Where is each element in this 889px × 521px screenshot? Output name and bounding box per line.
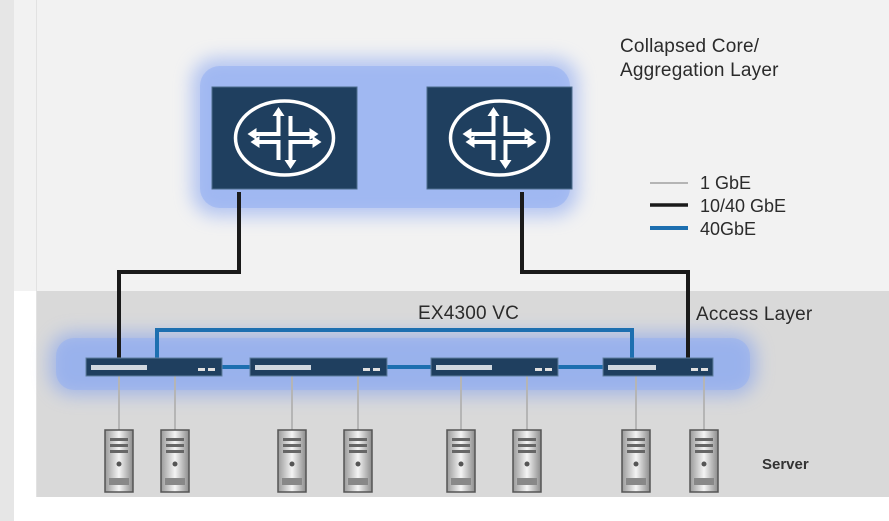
server-icon <box>621 429 651 493</box>
left-border <box>0 0 14 521</box>
legend-label-40gbe: 40GbE <box>700 219 757 239</box>
switch-1[interactable] <box>85 357 223 377</box>
vc-label: EX4300 VC <box>418 303 520 324</box>
server-4[interactable] <box>343 429 373 493</box>
switch-3[interactable] <box>430 357 559 377</box>
server-icon <box>160 429 190 493</box>
core-layer-title-line2: Aggregation Layer <box>620 60 779 81</box>
switch-icon <box>255 365 380 371</box>
router-icon <box>448 99 551 177</box>
server-icon <box>277 429 307 493</box>
router-core-2[interactable] <box>426 86 573 190</box>
server-7[interactable] <box>621 429 651 493</box>
server-icon <box>512 429 542 493</box>
router-icon <box>233 99 336 177</box>
switch-icon <box>608 365 708 371</box>
access-layer-title: Access Layer <box>696 304 813 325</box>
uplink-left <box>117 192 241 360</box>
server-links <box>118 376 705 430</box>
vc-ring-top <box>155 328 634 360</box>
switch-4[interactable] <box>602 357 714 377</box>
access-glow <box>50 333 756 395</box>
server-8[interactable] <box>689 429 719 493</box>
server-icon <box>343 429 373 493</box>
server-1[interactable] <box>104 429 134 493</box>
server-icon <box>104 429 134 493</box>
router-core-1[interactable] <box>211 86 358 190</box>
uplink-right <box>520 192 690 360</box>
switch-icon <box>91 365 215 371</box>
server-icon <box>689 429 719 493</box>
core-layer-title-line1: Collapsed Core/ <box>620 36 760 57</box>
inner-frame-line <box>36 0 37 497</box>
server-3[interactable] <box>277 429 307 493</box>
server-label: Server <box>762 456 809 473</box>
legend-label-10-40gbe: 10/40 GbE <box>700 196 787 216</box>
switch-icon <box>436 365 552 371</box>
server-icon <box>446 429 476 493</box>
switch-2[interactable] <box>249 357 388 377</box>
server-6[interactable] <box>512 429 542 493</box>
legend-label-1gbe: 1 GbE <box>700 173 752 193</box>
server-5[interactable] <box>446 429 476 493</box>
access-glow-inner <box>56 338 750 390</box>
server-2[interactable] <box>160 429 190 493</box>
